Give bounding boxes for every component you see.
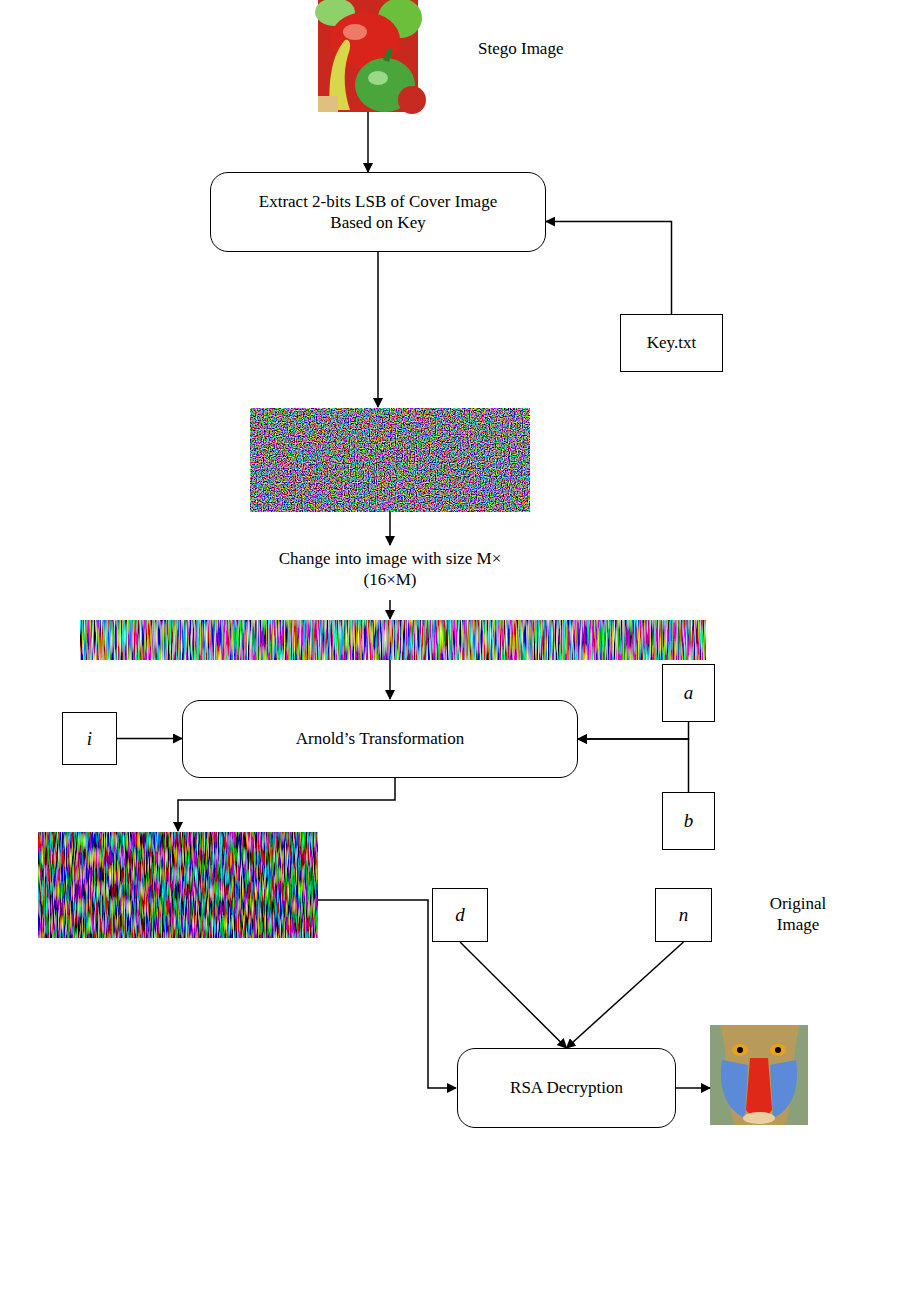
connector-arrow xyxy=(546,222,672,314)
parameter-box: b xyxy=(662,792,715,850)
box-label: Arnold’s Transformation xyxy=(296,728,465,749)
connector-arrow xyxy=(578,722,689,739)
parameter-box: a xyxy=(662,664,715,722)
scrambled-image xyxy=(250,408,530,512)
flow-arrow xyxy=(389,600,391,619)
reshaped-image xyxy=(80,620,706,660)
step-note: Change into image with size M× (16×M) xyxy=(270,548,510,591)
flow-arrow xyxy=(389,512,391,545)
flow-arrow xyxy=(178,778,395,831)
flow-arrow xyxy=(377,252,379,407)
flow-lines xyxy=(178,252,456,1088)
box-label: Key.txt xyxy=(647,332,696,353)
box-label: RSA Decryption xyxy=(510,1077,623,1098)
box-label: i xyxy=(87,727,92,751)
parameter-box: d xyxy=(432,888,488,942)
process-box: RSA Decryption xyxy=(457,1048,676,1128)
box-label: n xyxy=(679,903,689,927)
box-label: b xyxy=(684,809,694,833)
image-caption: Stego Image xyxy=(478,38,598,59)
box-label: a xyxy=(684,681,694,705)
image-node: Original Image xyxy=(710,1025,808,1125)
process-box: Key.txt xyxy=(620,314,723,372)
connector-arrow xyxy=(367,112,369,172)
process-box: Extract 2-bits LSB of Cover Image Based … xyxy=(210,172,546,252)
process-box: Arnold’s Transformation xyxy=(182,700,578,778)
image-node: Stego Image xyxy=(318,0,418,112)
peppers-image xyxy=(315,0,426,114)
box-label: Extract 2-bits LSB of Cover Image Based … xyxy=(258,191,498,234)
connector-arrow xyxy=(578,739,689,792)
parameter-box: i xyxy=(62,712,117,765)
descrambled-image xyxy=(38,832,318,938)
connector-arrow xyxy=(117,738,182,740)
connector-arrow xyxy=(460,942,567,1048)
image-caption: Original Image xyxy=(758,893,838,936)
mandrill-image xyxy=(710,1025,808,1125)
box-label: d xyxy=(455,903,465,927)
connector-arrow xyxy=(676,1087,710,1089)
parameter-box: n xyxy=(655,888,712,942)
flow-arrow xyxy=(389,660,391,699)
connector-arrow xyxy=(567,942,684,1048)
